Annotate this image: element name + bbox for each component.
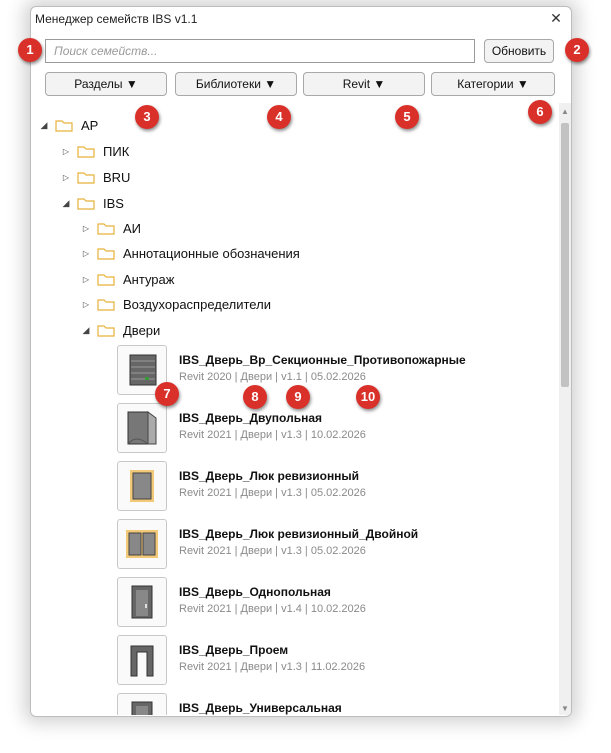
family-item[interactable]: IBS_Дверь_Люк ревизионный_Двойной Revit … [117, 519, 547, 575]
refresh-button[interactable]: Обновить [484, 39, 554, 63]
tree-node-bru[interactable]: ▷ BRU [61, 167, 131, 187]
folder-icon [97, 272, 115, 286]
tree-label: Воздухораспределители [123, 296, 271, 312]
libraries-filter-button[interactable]: Библиотеки ▼ [175, 72, 297, 96]
annotation-badge-7: 7 [155, 382, 179, 406]
family-meta: Revit 2021 | Двери | v1.3 | 05.02.2026 [179, 545, 366, 557]
family-thumbnail [117, 635, 167, 685]
tree-label: АР [81, 117, 99, 133]
family-name: IBS_Дверь_Универсальная [179, 701, 342, 715]
family-meta: Revit 2021 | Двери | v1.4 | 10.02.2026 [179, 603, 366, 615]
tree-node-doors[interactable]: ◢ Двери [81, 320, 161, 340]
annotation-badge-5: 5 [395, 105, 419, 129]
tree-node-annotations[interactable]: ▷ Аннотационные обозначения [81, 243, 300, 263]
revit-filter-button[interactable]: Revit ▼ [303, 72, 425, 96]
tree-label: Двери [123, 322, 161, 338]
scroll-up-icon[interactable]: ▲ [561, 107, 569, 116]
family-name: IBS_Дверь_Вр_Секционные_Противопожарные [179, 353, 466, 367]
tree-node-ai[interactable]: ▷ АИ [81, 218, 141, 238]
tree-label: Антураж [123, 271, 175, 287]
family-thumbnail [117, 519, 167, 569]
collapsed-arrow-icon[interactable]: ▷ [82, 223, 90, 233]
family-name: IBS_Дверь_Люк ревизионный [179, 469, 360, 483]
collapsed-arrow-icon[interactable]: ▷ [82, 299, 90, 309]
family-thumbnail [117, 345, 167, 395]
categories-filter-button[interactable]: Категории ▼ [431, 72, 555, 96]
tree-node-entourage[interactable]: ▷ Антураж [81, 269, 175, 289]
family-thumbnail [117, 461, 167, 511]
family-manager-window: Менеджер семейств IBS v1.1 ✕ Обновить Ра… [30, 6, 572, 717]
family-item[interactable]: IBS_Дверь_Универсальная [117, 693, 547, 715]
family-thumbnail [117, 577, 167, 627]
annotation-badge-6: 6 [528, 100, 552, 124]
title-bar: Менеджер семейств IBS v1.1 ✕ [31, 7, 571, 31]
family-thumbnail [117, 693, 167, 715]
close-icon[interactable]: ✕ [550, 10, 562, 26]
folder-icon [97, 297, 115, 311]
expanded-arrow-icon[interactable]: ◢ [62, 197, 70, 208]
family-name: IBS_Дверь_Люк ревизионный_Двойной [179, 527, 419, 541]
collapsed-arrow-icon[interactable]: ▷ [62, 172, 70, 182]
tree-label: Аннотационные обозначения [123, 245, 300, 261]
family-tree: ◢ АР ▷ ПИК ▷ BRU ◢ IBS ▷ АИ ▷ [31, 103, 559, 715]
annotation-badge-1: 1 [18, 38, 42, 62]
window-title: Менеджер семейств IBS v1.1 [35, 12, 198, 26]
folder-icon [97, 221, 115, 235]
sections-filter-button[interactable]: Разделы ▼ [45, 72, 167, 96]
family-item[interactable]: IBS_Дверь_Люк ревизионный Revit 2021 | Д… [117, 461, 547, 517]
tree-node-pik[interactable]: ▷ ПИК [61, 141, 129, 161]
collapsed-arrow-icon[interactable]: ▷ [62, 146, 70, 156]
family-name: IBS_Дверь_Двупольная [179, 411, 323, 425]
family-item[interactable]: IBS_Дверь_Проем Revit 2021 | Двери | v1.… [117, 635, 547, 691]
family-thumbnail [117, 403, 167, 453]
tree-label: BRU [103, 169, 131, 185]
family-item[interactable]: IBS_Дверь_Вр_Секционные_Противопожарные … [117, 345, 547, 401]
family-meta: Revit 2020 | Двери | v1.1 | 05.02.2026 [179, 371, 366, 383]
tree-label: ПИК [103, 143, 130, 159]
folder-icon [77, 170, 95, 184]
tree-node-ar[interactable]: ◢ АР [39, 115, 99, 135]
family-meta: Revit 2021 | Двери | v1.3 | 11.02.2026 [179, 661, 366, 673]
folder-icon [55, 118, 73, 132]
folder-icon [97, 323, 115, 337]
annotation-badge-8: 8 [243, 385, 267, 409]
annotation-badge-10: 10 [356, 385, 380, 409]
scrollbar-thumb[interactable] [561, 123, 569, 387]
expanded-arrow-icon[interactable]: ◢ [40, 119, 48, 130]
folder-icon [97, 246, 115, 260]
search-input[interactable] [45, 39, 475, 63]
family-name: IBS_Дверь_Проем [179, 643, 289, 657]
collapsed-arrow-icon[interactable]: ▷ [82, 248, 90, 258]
family-meta: Revit 2021 | Двери | v1.3 | 10.02.2026 [179, 429, 366, 441]
tree-label: IBS [103, 195, 124, 211]
annotation-badge-3: 3 [135, 105, 159, 129]
family-meta: Revit 2021 | Двери | v1.3 | 05.02.2026 [179, 487, 366, 499]
folder-icon [77, 144, 95, 158]
annotation-badge-2: 2 [565, 38, 589, 62]
folder-icon [77, 196, 95, 210]
family-name: IBS_Дверь_Однопольная [179, 585, 331, 599]
tree-label: АИ [123, 220, 142, 236]
scroll-down-icon[interactable]: ▼ [561, 704, 569, 713]
family-item[interactable]: IBS_Дверь_Двупольная Revit 2021 | Двери … [117, 403, 547, 459]
tree-node-ibs[interactable]: ◢ IBS [61, 193, 124, 213]
tree-node-air-distributors[interactable]: ▷ Воздухораспределители [81, 294, 271, 314]
vertical-scrollbar[interactable]: ▲ ▼ [559, 103, 571, 715]
annotation-badge-9: 9 [286, 385, 310, 409]
annotation-badge-4: 4 [267, 105, 291, 129]
collapsed-arrow-icon[interactable]: ▷ [82, 274, 90, 284]
expanded-arrow-icon[interactable]: ◢ [82, 324, 90, 335]
family-item[interactable]: IBS_Дверь_Однопольная Revit 2021 | Двери… [117, 577, 547, 633]
